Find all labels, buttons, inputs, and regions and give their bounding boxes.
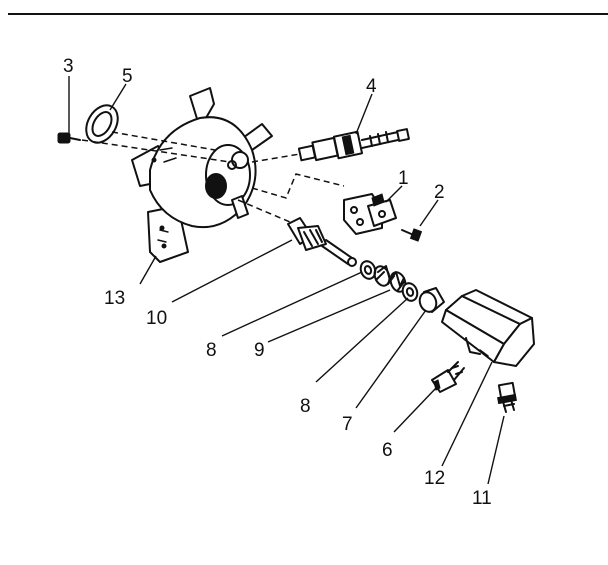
assembly-line-gasket (111, 131, 216, 151)
part-11-fitting (497, 381, 517, 413)
part-12-hex-body (441, 289, 535, 367)
part-2-screw (401, 228, 423, 242)
callout-4: 4 (366, 76, 377, 97)
callout-9: 9 (254, 340, 265, 361)
callout-1: 1 (398, 168, 409, 189)
part-6-fitting (431, 361, 465, 393)
part-10-valve-stem (237, 199, 357, 267)
callout-7: 7 (342, 414, 353, 435)
part-7-plug (418, 287, 445, 313)
callout-13: 13 (104, 288, 125, 309)
callout-6: 6 (382, 440, 393, 461)
callout-8-second: 8 (300, 396, 311, 417)
callout-12: 12 (424, 468, 445, 489)
callout-5: 5 (122, 66, 133, 87)
part-1-bracket (251, 173, 397, 235)
part-4-fitting (251, 128, 410, 163)
callout-11: 11 (472, 488, 492, 509)
part-9-spring (373, 265, 407, 293)
callout-8-first: 8 (206, 340, 217, 361)
leader-lines (68, 76, 505, 485)
callout-2: 2 (434, 182, 445, 203)
callout-labels: 3 5 4 1 2 13 10 8 9 8 7 6 12 11 (63, 56, 492, 509)
callout-10: 10 (146, 308, 167, 329)
assembly-line-screw (81, 139, 231, 163)
part-13-housing (131, 87, 273, 263)
callout-3: 3 (63, 56, 74, 77)
part-8-washer-b (401, 282, 419, 302)
part-3-screw (57, 132, 81, 144)
